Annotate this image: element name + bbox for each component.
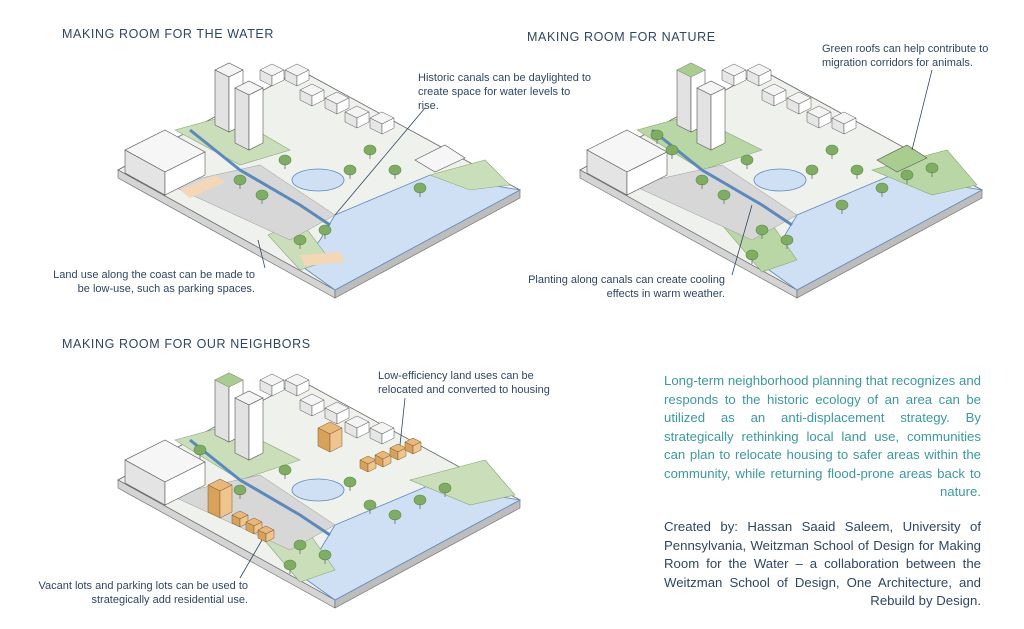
note-canal-planting: Planting along canals can create cooling… [528, 274, 725, 300]
summary-paragraph: Long-term neighborhood planning that rec… [664, 373, 981, 499]
credits-paragraph: Created by: Hassan Saaid Saleem, Univers… [664, 519, 981, 608]
diagram-water [117, 62, 522, 299]
diagram-neighbors [117, 372, 522, 609]
panel-title-nature: MAKING ROOM FOR NATURE [527, 30, 716, 44]
diagram-nature [579, 62, 984, 299]
note-green-roofs: Green roofs can help contribute to migra… [822, 43, 989, 69]
note-low-efficiency: Low-efficiency land uses can be relocate… [378, 370, 550, 396]
note-historic-canals: Historic canals can be daylighted to cre… [418, 72, 592, 112]
note-vacant-lots: Vacant lots and parking lots can be used… [38, 580, 248, 606]
note-coastal-land-use: Land use along the coast can be made to … [53, 269, 255, 295]
panel-title-water: MAKING ROOM FOR THE WATER [62, 27, 274, 41]
panel-title-neighbors: MAKING ROOM FOR OUR NEIGHBORS [62, 337, 311, 351]
